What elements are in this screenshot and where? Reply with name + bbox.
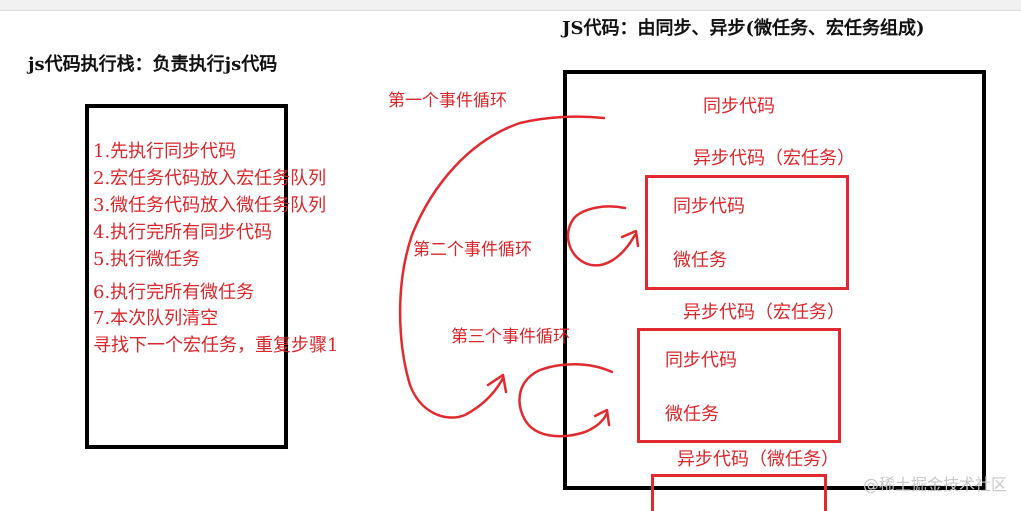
event-loop-3-label: 第三个事件循环 — [451, 327, 570, 347]
step-7: 7.本次队列清空 — [93, 308, 219, 329]
step-4: 4.执行完所有同步代码 — [93, 222, 273, 243]
macro-task-box-1 — [645, 175, 849, 290]
step-8: 寻找下一个宏任务，重复步骤1 — [93, 335, 339, 356]
macro2-micro-task: 微任务 — [665, 404, 719, 425]
step-2: 2.宏任务代码放入宏任务队列 — [93, 168, 327, 189]
step-3: 3.微任务代码放入微任务队列 — [93, 195, 327, 216]
step-5: 5.执行微任务 — [93, 249, 201, 270]
step-6: 6.执行完所有微任务 — [93, 282, 255, 303]
second-loop-arrowhead — [620, 229, 640, 248]
big-loop-arrow — [398, 115, 606, 419]
macro-task-label-2: 异步代码（宏任务） — [683, 302, 845, 323]
top-toolbar-strip — [0, 0, 1021, 11]
step-1: 1.先执行同步代码 — [93, 141, 237, 162]
js-code-box — [563, 70, 986, 490]
stack-title: js代码执行栈：负责执行js代码 — [28, 54, 278, 75]
macro1-micro-task: 微任务 — [673, 250, 727, 271]
macro-task-box-2 — [637, 328, 841, 443]
third-loop-arrowhead — [593, 408, 611, 427]
event-loop-2-label: 第二个事件循环 — [413, 240, 532, 260]
second-loop-arrow — [566, 205, 637, 267]
header-right-text: JS代码：由同步、异步(微任务、宏任务组成) — [562, 18, 925, 39]
third-loop-arrow — [518, 362, 614, 438]
event-loop-1-label: 第一个事件循环 — [388, 91, 507, 111]
macro1-sync-code: 同步代码 — [673, 196, 745, 217]
micro-task-box — [651, 474, 827, 511]
macro2-sync-code: 同步代码 — [665, 350, 737, 371]
big-loop-arrowhead — [486, 373, 508, 394]
watermark: @稀土掘金技术社区 — [862, 475, 1007, 494]
sync-code-top: 同步代码 — [703, 96, 775, 117]
macro-task-label-1: 异步代码（宏任务） — [693, 148, 855, 169]
execution-stack-box — [85, 104, 288, 449]
micro-task-label: 异步代码（微任务） — [677, 449, 839, 470]
